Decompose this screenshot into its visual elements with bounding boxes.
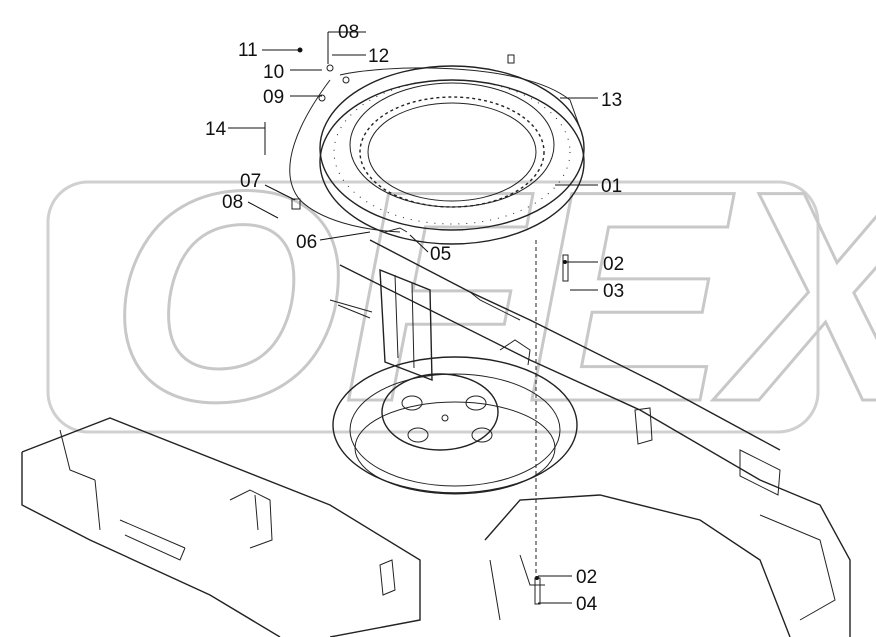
callout-02-upper: 02: [603, 254, 624, 275]
callouts: 01 02 02 03 04 05 06 07 08 08 09 10 11 1…: [205, 22, 624, 615]
callout-09: 09: [263, 87, 284, 108]
undercarriage-frame: [21, 239, 851, 637]
callout-04: 04: [576, 594, 598, 615]
bolts: [534, 240, 569, 605]
callout-11: 11: [238, 40, 258, 61]
callout-08-left: 08: [222, 192, 243, 213]
callout-03: 03: [603, 281, 624, 302]
callout-05: 05: [430, 244, 451, 265]
callout-01: 01: [601, 176, 622, 197]
callout-14: 14: [205, 119, 227, 140]
slewing-ring: [319, 65, 585, 245]
callout-07: 07: [240, 171, 261, 192]
callout-08-top: 08: [338, 22, 359, 43]
callout-10: 10: [263, 62, 284, 83]
callout-13: 13: [601, 90, 622, 111]
watermark-text: OFEX: [110, 128, 876, 464]
watermark: OFEX: [46, 127, 876, 466]
callout-12: 12: [368, 46, 389, 67]
mounting-ring: [332, 356, 578, 495]
callout-06: 06: [296, 232, 317, 253]
lubrication-hose: [289, 54, 581, 233]
callout-02-lower: 02: [576, 567, 597, 588]
